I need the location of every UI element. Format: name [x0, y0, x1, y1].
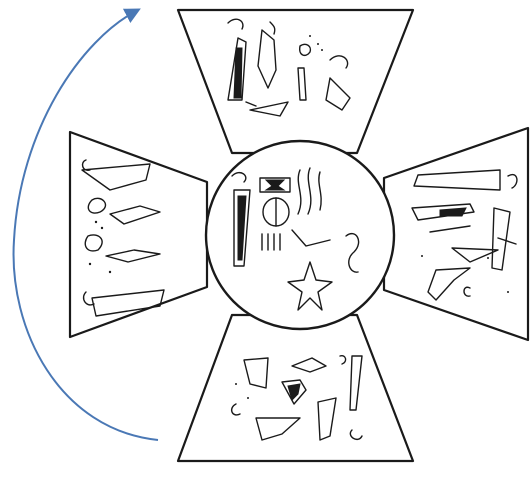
right-panel — [384, 128, 528, 340]
top-panel — [178, 10, 413, 153]
center-seal — [206, 141, 394, 329]
bottom-panel — [178, 315, 413, 461]
left-panel — [70, 132, 207, 337]
